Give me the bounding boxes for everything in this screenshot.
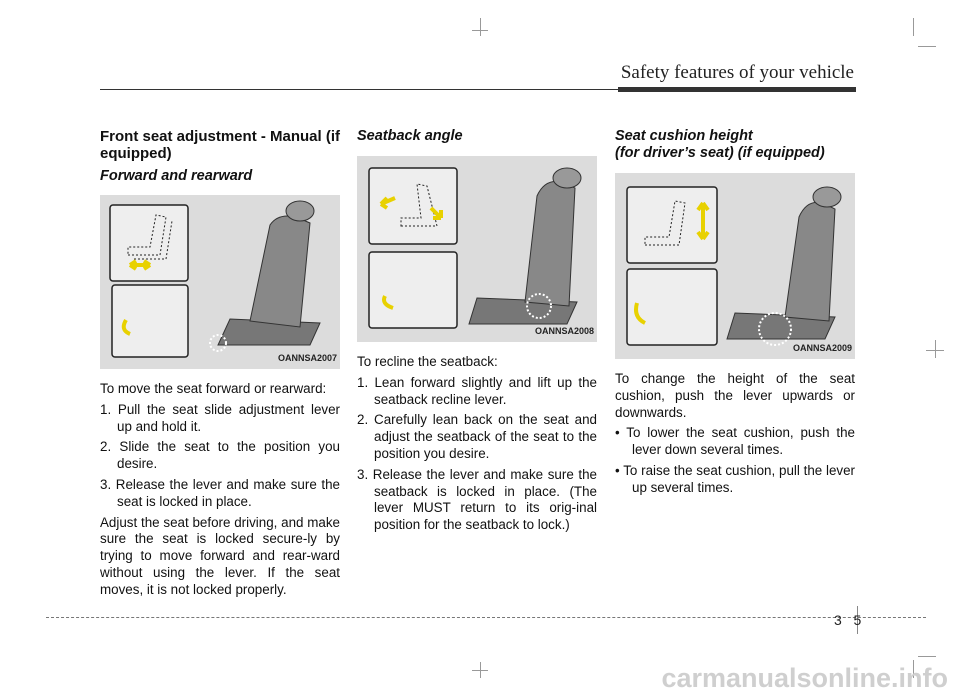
bullet-item: • To raise the seat cushion, pull the le…: [615, 463, 855, 497]
intro-text: To change the height of the seat cushion…: [615, 371, 855, 420]
step-item: 1. Lean forward slightly and lift up the…: [357, 374, 597, 407]
forward-rearward-heading: Forward and rearward: [100, 168, 253, 184]
bullet-text: To lower the seat cushion, push the leve…: [626, 425, 855, 458]
figure-code: OANNSA2009: [792, 343, 852, 354]
figure-seatback-angle: OANNSA2008: [357, 156, 597, 342]
cushion-height-heading: Seat cushion height: [615, 128, 753, 144]
crop-mark-right-mid-v: [935, 340, 936, 358]
step-item: 3. Release the lever and make sure the s…: [357, 466, 597, 533]
seatback-recline-illustration: [368, 167, 582, 329]
note-text: Adjust the seat before driving, and make…: [100, 514, 340, 597]
figure-forward-rearward: OANNSA2007: [100, 195, 340, 369]
seatback-angle-heading: Seatback angle: [357, 128, 463, 144]
crop-mark-bottom-right-h: [918, 656, 936, 657]
seat-slide-illustration: [109, 200, 321, 358]
step-list: 1. Lean forward slightly and lift up the…: [357, 375, 597, 534]
column-seatback-angle: Seatback angle OANNSA2008 To recline the…: [357, 128, 597, 538]
step-list: 1. Pull the seat slide adjustment lever …: [100, 402, 340, 511]
page-number: 3 5: [834, 612, 861, 628]
figure-code: OANNSA2008: [534, 326, 594, 337]
footer-dashed-rule: [46, 617, 926, 618]
column-cushion-height: Seat cushion height (for driver’s seat) …: [615, 128, 855, 501]
bullet-dot: •: [615, 425, 627, 441]
crop-mark-top-right-h: [918, 46, 936, 47]
step-item: 1. Pull the seat slide adjustment lever …: [100, 401, 340, 434]
crop-mark-bottom-center-h: [472, 670, 488, 671]
step-item: 2. Slide the seat to the position you de…: [100, 439, 340, 472]
header-bar: [618, 87, 856, 92]
header-rule: [100, 89, 856, 90]
cushion-height-illustration: [626, 186, 842, 346]
bullet-text: To raise the seat cushion, pull the leve…: [623, 462, 855, 495]
intro-text: To recline the seatback:: [357, 354, 498, 369]
bullet-list: • To lower the seat cushion, push the le…: [615, 425, 855, 496]
bullet-item: • To lower the seat cushion, push the le…: [615, 425, 855, 459]
crop-mark-top-center-h: [472, 30, 488, 31]
crop-mark-top-right-v: [913, 18, 914, 36]
figure-code: OANNSA2007: [277, 353, 337, 364]
footer-vertical-rule: [857, 606, 858, 634]
section-heading: Front seat adjustment - Manual (if equip…: [100, 128, 341, 162]
bullet-dot: •: [615, 462, 624, 478]
crop-mark-top-center-v: [480, 18, 481, 36]
column-forward-rearward: Front seat adjustment - Manual (if equip…: [100, 128, 340, 603]
watermark: carmanualsonline.info: [661, 663, 948, 693]
figure-cushion-height: OANNSA2009: [615, 173, 855, 359]
cushion-height-subheading: (for driver’s seat) (if equipped): [615, 145, 825, 161]
step-item: 2. Carefully lean back on the seat and a…: [357, 412, 597, 461]
intro-text: To move the seat forward or rearward:: [100, 381, 327, 396]
step-item: 3. Release the lever and make sure the s…: [100, 476, 340, 509]
section-title: Safety features of your vehicle: [620, 62, 854, 83]
crop-mark-right-mid-h: [926, 350, 944, 351]
crop-mark-bottom-right-v: [913, 660, 914, 678]
chapter-number: 3: [834, 612, 842, 628]
page-number-value: 5: [853, 612, 862, 628]
